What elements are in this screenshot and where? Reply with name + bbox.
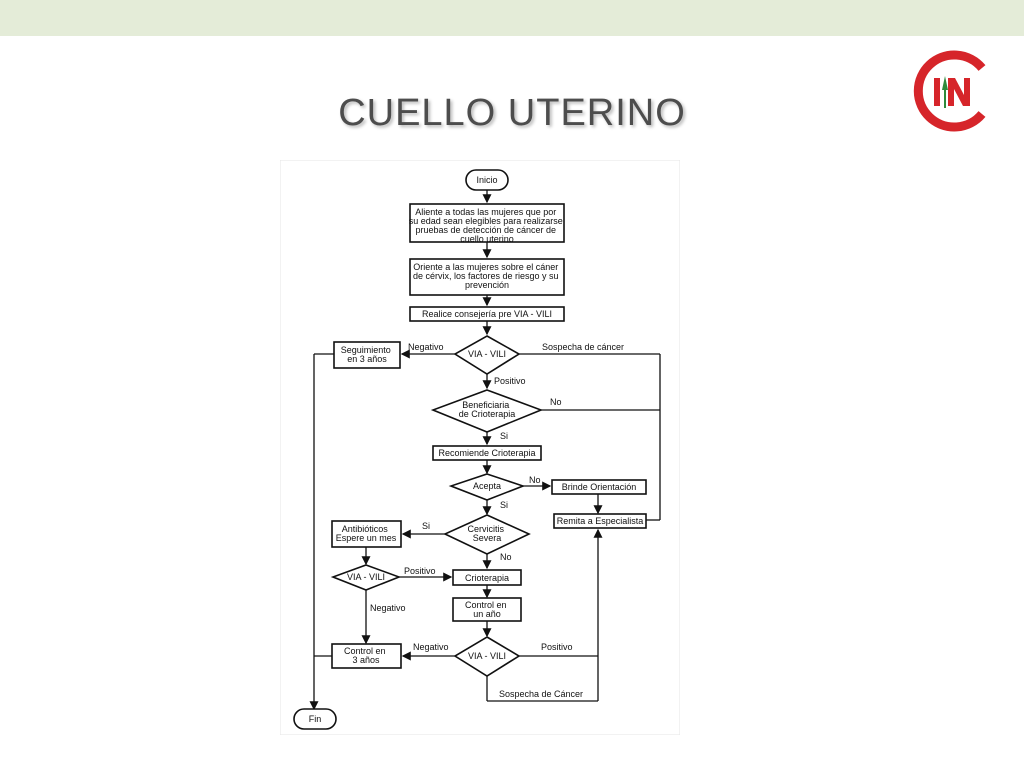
beneficiaria-label: Beneficiaria de Crioterapia	[459, 400, 516, 419]
antibioticos-box	[331, 520, 402, 548]
control-anio-label: Control en un año	[465, 600, 509, 619]
acepta-decision	[448, 473, 526, 501]
aliente-box	[409, 203, 565, 243]
inicio-node	[465, 169, 509, 191]
via-vili-3-label: VIA - VILI	[468, 651, 506, 661]
positivo-1-label: Positivo	[494, 376, 526, 386]
seguimiento-label: Seguimiento en 3 años	[341, 345, 394, 364]
fin-node	[293, 708, 337, 730]
negativo-3-label: Negativo	[413, 642, 449, 652]
brinde-label: Brinde Orientación	[562, 482, 637, 492]
recomiende-box	[432, 445, 542, 461]
sospecha-2-label: Sospecha de Cáncer	[499, 689, 583, 699]
beneficiaria-decision	[430, 389, 544, 433]
no-2-label: No	[529, 475, 541, 485]
crioterapia-label: Crioterapia	[465, 573, 509, 583]
top-band	[0, 0, 1024, 36]
aliente-label: Aliente a todas las mujeres que por su e…	[409, 207, 566, 244]
antibioticos-label: Antibióticos Espere un mes	[336, 524, 397, 543]
fin-label: Fin	[309, 714, 322, 724]
via-vili-decision-1	[453, 335, 521, 375]
via-vili-1-label: VIA - VILI	[468, 349, 506, 359]
via-vili-decision-3	[453, 636, 521, 677]
no-3-label: No	[500, 552, 512, 562]
remita-box	[553, 513, 647, 529]
via-vili-2-label: VIA - VILI	[347, 572, 385, 582]
no-1-label: No	[550, 397, 562, 407]
acepta-label: Acepta	[473, 481, 501, 491]
recomiende-label: Recomiende Crioterapia	[438, 448, 535, 458]
control-anio-box	[452, 597, 522, 622]
positivo-3-label: Positivo	[541, 642, 573, 652]
si-2-label: Si	[500, 500, 508, 510]
consejeria-box	[409, 306, 565, 322]
consejeria-label: Realice consejería pre VIA - VILI	[422, 309, 552, 319]
via-vili-decision-2	[330, 564, 402, 591]
cervicitis-label: Cervicitis Severa	[467, 524, 506, 543]
sospecha-1-label: Sospecha de cáncer	[542, 342, 624, 352]
si-1-label: Si	[500, 431, 508, 441]
seguimiento-box	[333, 341, 401, 369]
oriente-label: Oriente a las mujeres sobre el cáner de …	[413, 262, 561, 290]
negativo-1-label: Negativo	[408, 342, 444, 352]
cervicitis-decision	[443, 514, 531, 555]
si-3-label: Si	[422, 521, 430, 531]
oriente-box	[409, 258, 565, 296]
slide-title: CUELLO UTERINO	[338, 92, 686, 134]
cin-logo	[913, 50, 986, 132]
control-3-box	[331, 643, 402, 669]
remita-label: Remita a Especialista	[557, 516, 644, 526]
positivo-2-label: Positivo	[404, 566, 436, 576]
brinde-box	[551, 479, 647, 495]
crioterapia-box	[452, 569, 522, 586]
inicio-label: Inicio	[476, 175, 497, 185]
negativo-2-label: Negativo	[370, 603, 406, 613]
control-3-label: Control en 3 años	[344, 646, 388, 665]
flowchart: Inicio Aliente a todas las mujeres que p…	[280, 160, 680, 735]
